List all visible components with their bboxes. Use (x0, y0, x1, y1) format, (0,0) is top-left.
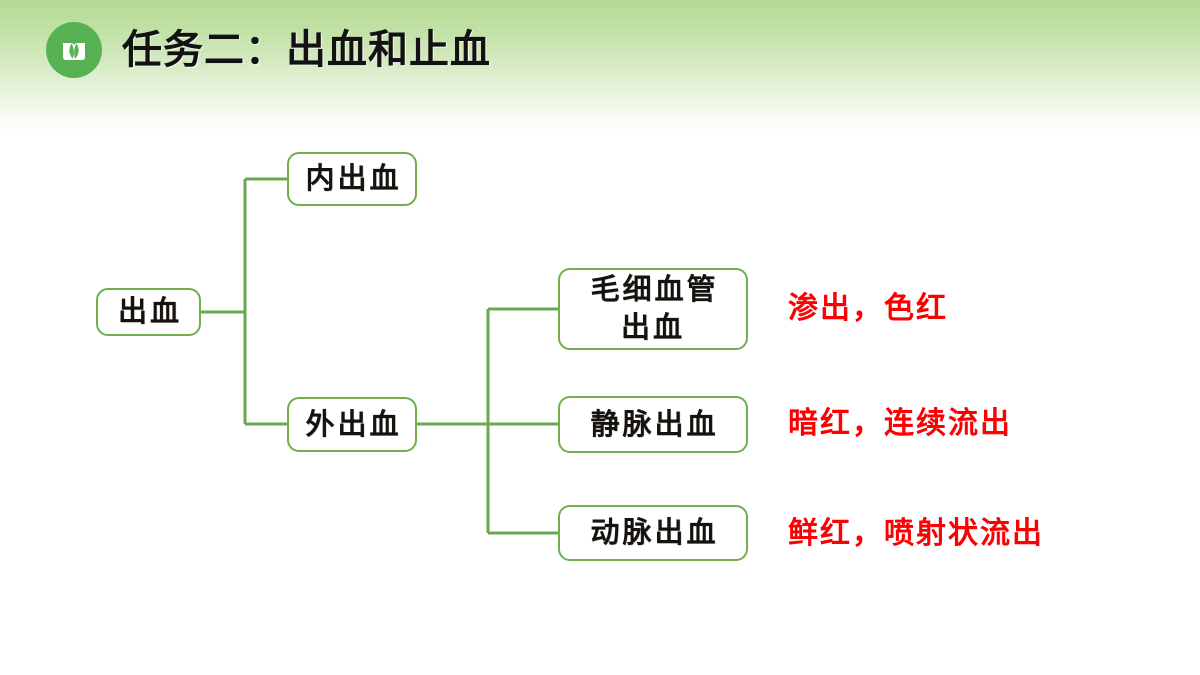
annotation-dongmai: 鲜红，喷射状流出 (788, 517, 1044, 550)
page-title: 任务二：出血和止血 (122, 28, 491, 72)
node-maoxixueguan-chuxue[interactable]: 毛细血管 出血 (558, 268, 748, 350)
hemorrhage-classification-diagram: 出血 内出血 外出血 毛细血管 出血 静脉出血 动脉出血 渗出，色红 暗红，连续… (0, 132, 1200, 675)
node-neichuxue[interactable]: 内出血 (287, 152, 417, 206)
annotation-maoxixueguan: 渗出，色红 (788, 292, 948, 325)
annotation-jingmai: 暗红，连续流出 (788, 407, 1012, 440)
node-jingmai-chuxue[interactable]: 静脉出血 (558, 396, 748, 453)
header-row: 任务二：出血和止血 (46, 22, 491, 78)
header-band (0, 0, 1200, 132)
node-waichuxue[interactable]: 外出血 (287, 397, 417, 452)
node-chuxue[interactable]: 出血 (96, 288, 201, 336)
open-book-icon (46, 22, 102, 78)
node-dongmai-chuxue[interactable]: 动脉出血 (558, 505, 748, 561)
connector-lines (201, 177, 558, 535)
